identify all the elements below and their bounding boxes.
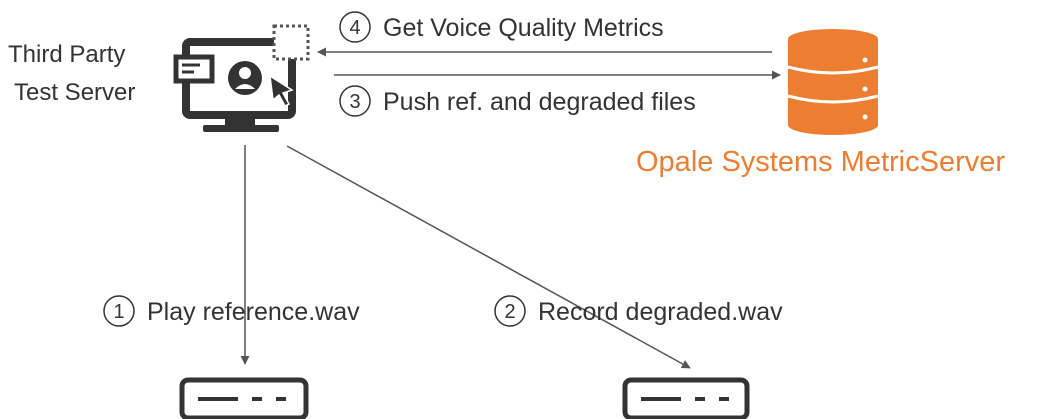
step-2-label: Record degraded.wav	[538, 298, 783, 326]
step-3-circle	[339, 85, 371, 117]
step-3-label: Push ref. and degraded files	[383, 88, 696, 116]
database-icon	[787, 29, 879, 135]
step-1: 1 Play reference.wav	[103, 295, 360, 327]
device-icon-degraded	[622, 377, 750, 419]
device-icon-reference	[179, 377, 309, 419]
step-4: 4 Get Voice Quality Metrics	[339, 11, 664, 43]
step-3-number: 3	[349, 91, 360, 113]
step-1-number: 1	[113, 301, 124, 323]
server-computer-icon	[173, 24, 310, 132]
step-3: 3 Push ref. and degraded files	[339, 85, 696, 117]
step-4-number: 4	[349, 17, 360, 39]
step-4-label: Get Voice Quality Metrics	[383, 14, 664, 42]
server-label-line1: Third Party	[8, 41, 125, 68]
server-label-line2: Test Server	[14, 79, 135, 106]
metric-server-label: Opale Systems MetricServer	[636, 146, 1005, 178]
step-2-circle	[494, 295, 526, 327]
step-1-label: Play reference.wav	[147, 298, 360, 326]
arrow-record-degraded	[286, 145, 691, 369]
step-1-circle	[103, 295, 135, 327]
step-2: 2 Record degraded.wav	[494, 295, 783, 327]
step-4-circle	[339, 11, 371, 43]
step-2-number: 2	[504, 301, 515, 323]
